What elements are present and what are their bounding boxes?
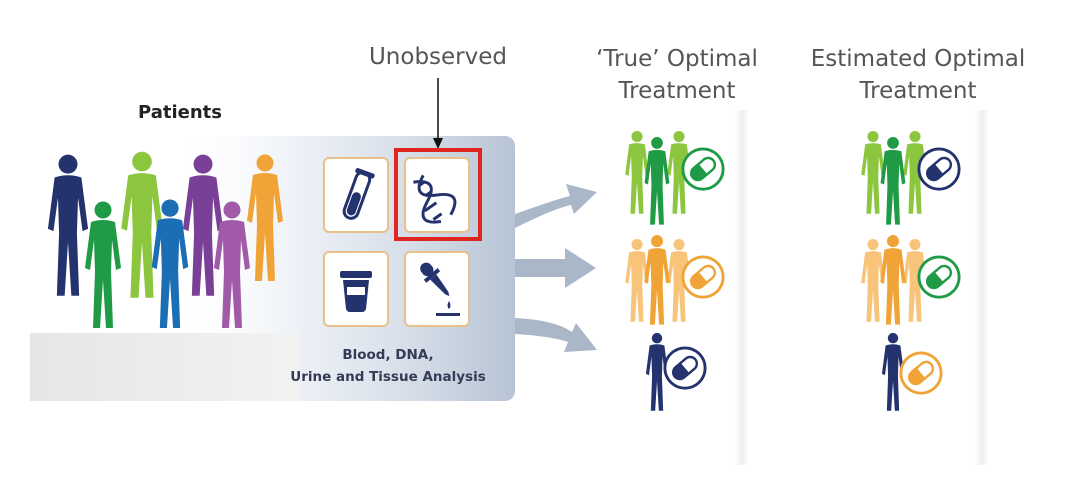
pill-orange-icon xyxy=(899,351,943,395)
estimated-optimal-label: Estimated Optimal Treatment xyxy=(810,46,1026,104)
tile-dna xyxy=(404,157,470,233)
analysis-caption: Blood, DNA, Urine and Tissue Analysis xyxy=(290,347,486,385)
estimated-green-group xyxy=(861,130,961,225)
true-green-group xyxy=(625,130,725,225)
test-tube-icon xyxy=(342,168,375,220)
patients-title: Patients xyxy=(138,102,222,123)
flow-arrows xyxy=(515,184,597,352)
pill-green-icon xyxy=(917,255,961,299)
sample-container-icon xyxy=(340,271,372,312)
true-navy-person xyxy=(645,332,707,411)
true-column-divider xyxy=(735,110,749,465)
arrow-to-middle xyxy=(515,248,596,288)
true-orange-group xyxy=(625,235,725,325)
estimated-column-divider xyxy=(975,110,989,465)
tile-sample-container xyxy=(323,251,389,327)
pill-navy-icon xyxy=(663,346,707,390)
arrow-to-bottom xyxy=(515,318,597,352)
unobserved-highlight-box xyxy=(394,148,482,241)
dropper-icon xyxy=(420,262,460,316)
arrow-to-top xyxy=(515,184,597,228)
pill-green-icon xyxy=(681,147,725,191)
tile-test-tube xyxy=(323,157,389,233)
floor-strip xyxy=(30,333,300,401)
unobserved-pointer-head xyxy=(433,138,443,149)
pill-navy-icon xyxy=(917,147,961,191)
true-optimal-label: ‘True’ Optimal Treatment xyxy=(596,46,758,104)
unobserved-label: Unobserved xyxy=(368,44,508,70)
dna-icon xyxy=(413,174,457,224)
estimated-navy-person xyxy=(881,332,943,411)
pill-orange-icon xyxy=(681,255,725,299)
estimated-orange-group xyxy=(861,235,961,325)
tile-dropper xyxy=(404,251,470,327)
